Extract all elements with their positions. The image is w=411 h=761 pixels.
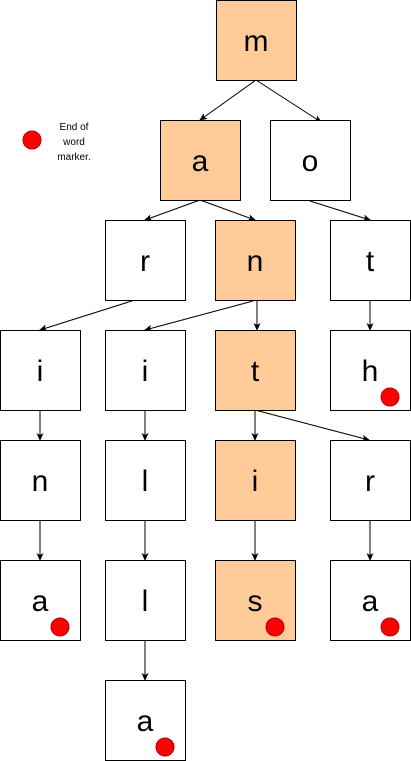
trie-node-m: m <box>216 0 297 81</box>
trie-node-i3: i <box>215 440 296 521</box>
node-letter: a <box>192 145 209 178</box>
end-of-word-marker-icon <box>155 737 175 757</box>
trie-node-t1: t <box>330 220 411 301</box>
node-letter: s <box>248 585 263 618</box>
trie-node-l2: l <box>105 560 186 641</box>
node-box <box>105 560 186 641</box>
node-box <box>160 120 241 201</box>
edge-m-a1 <box>199 79 257 121</box>
trie-node-s: s <box>215 560 296 641</box>
trie-node-h: h <box>330 330 411 411</box>
node-box <box>105 440 186 521</box>
node-letter: i <box>37 355 44 388</box>
node-box <box>0 330 81 411</box>
trie-node-o: o <box>270 120 351 201</box>
trie-node-i1: i <box>0 330 81 411</box>
node-box <box>330 440 411 521</box>
node-letter: m <box>244 25 269 58</box>
node-letter: l <box>142 585 149 618</box>
node-box <box>105 330 186 411</box>
node-box <box>330 220 411 301</box>
legend-line: End of <box>60 122 89 133</box>
edge-n1-i2 <box>144 300 254 332</box>
node-letter: a <box>32 585 49 618</box>
node-letter: h <box>362 355 379 388</box>
node-letter: r <box>140 245 150 278</box>
node-letter: n <box>247 245 264 278</box>
node-letter: i <box>252 465 259 498</box>
node-box <box>216 0 297 81</box>
edge-m-o <box>255 79 322 123</box>
trie-node-l1: l <box>105 440 186 521</box>
node-letter: n <box>32 465 49 498</box>
node-letter: i <box>142 355 149 388</box>
edge-r1-i1 <box>39 298 139 332</box>
trie-node-t2: t <box>215 330 296 411</box>
end-of-word-marker-icon <box>380 617 400 637</box>
trie-node-a2: a <box>0 560 81 641</box>
node-letter: t <box>251 355 260 388</box>
node-box <box>0 440 81 521</box>
trie-node-r1: r <box>105 220 186 301</box>
trie-node-n2: n <box>0 440 81 521</box>
edge-a1-r1 <box>144 199 201 221</box>
node-box <box>105 220 186 301</box>
node-letter: a <box>362 585 379 618</box>
node-box <box>215 220 296 301</box>
trie-node-r2: r <box>330 440 411 521</box>
trie-node-i2: i <box>105 330 186 411</box>
legend-line: marker. <box>57 152 90 163</box>
legend-line: word <box>62 137 85 148</box>
node-letter: o <box>302 145 319 178</box>
edge-a1-n1 <box>199 199 256 221</box>
trie-node-n1: n <box>215 220 296 301</box>
end-of-word-marker-icon <box>22 130 42 150</box>
edge-t2-r2 <box>254 409 370 442</box>
legend: End of word marker. <box>22 122 91 163</box>
end-of-word-marker-icon <box>50 617 70 637</box>
node-letter: a <box>137 705 154 738</box>
node-letter: t <box>366 245 375 278</box>
edges <box>36 79 374 681</box>
trie-node-a3: a <box>330 560 411 641</box>
node-letter: l <box>142 465 149 498</box>
node-box <box>215 330 296 411</box>
node-box <box>270 120 351 201</box>
edge-o-t1 <box>309 200 371 222</box>
node-box <box>215 440 296 521</box>
trie-node-a1: a <box>160 120 241 201</box>
end-of-word-marker-icon <box>380 387 400 407</box>
trie-node-a4: a <box>105 680 186 761</box>
end-of-word-marker-icon <box>265 617 285 637</box>
node-letter: r <box>365 465 375 498</box>
